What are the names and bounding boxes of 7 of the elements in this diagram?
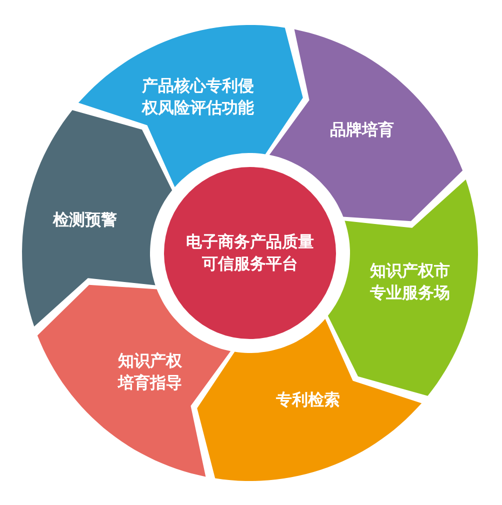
segment-label: 品牌培育 [329, 119, 395, 141]
platform-title: 电子商务产品质量可信服务平台 [184, 231, 315, 275]
segment-label: 产品核心专利侵权风险评估功能 [142, 75, 254, 119]
segment-label: 专利检索 [275, 389, 341, 411]
segment-label: 知识产权市专业服务场 [370, 260, 450, 304]
segment-label: 知识产权培育指导 [118, 350, 182, 394]
segment-label: 检测预警 [53, 209, 117, 231]
